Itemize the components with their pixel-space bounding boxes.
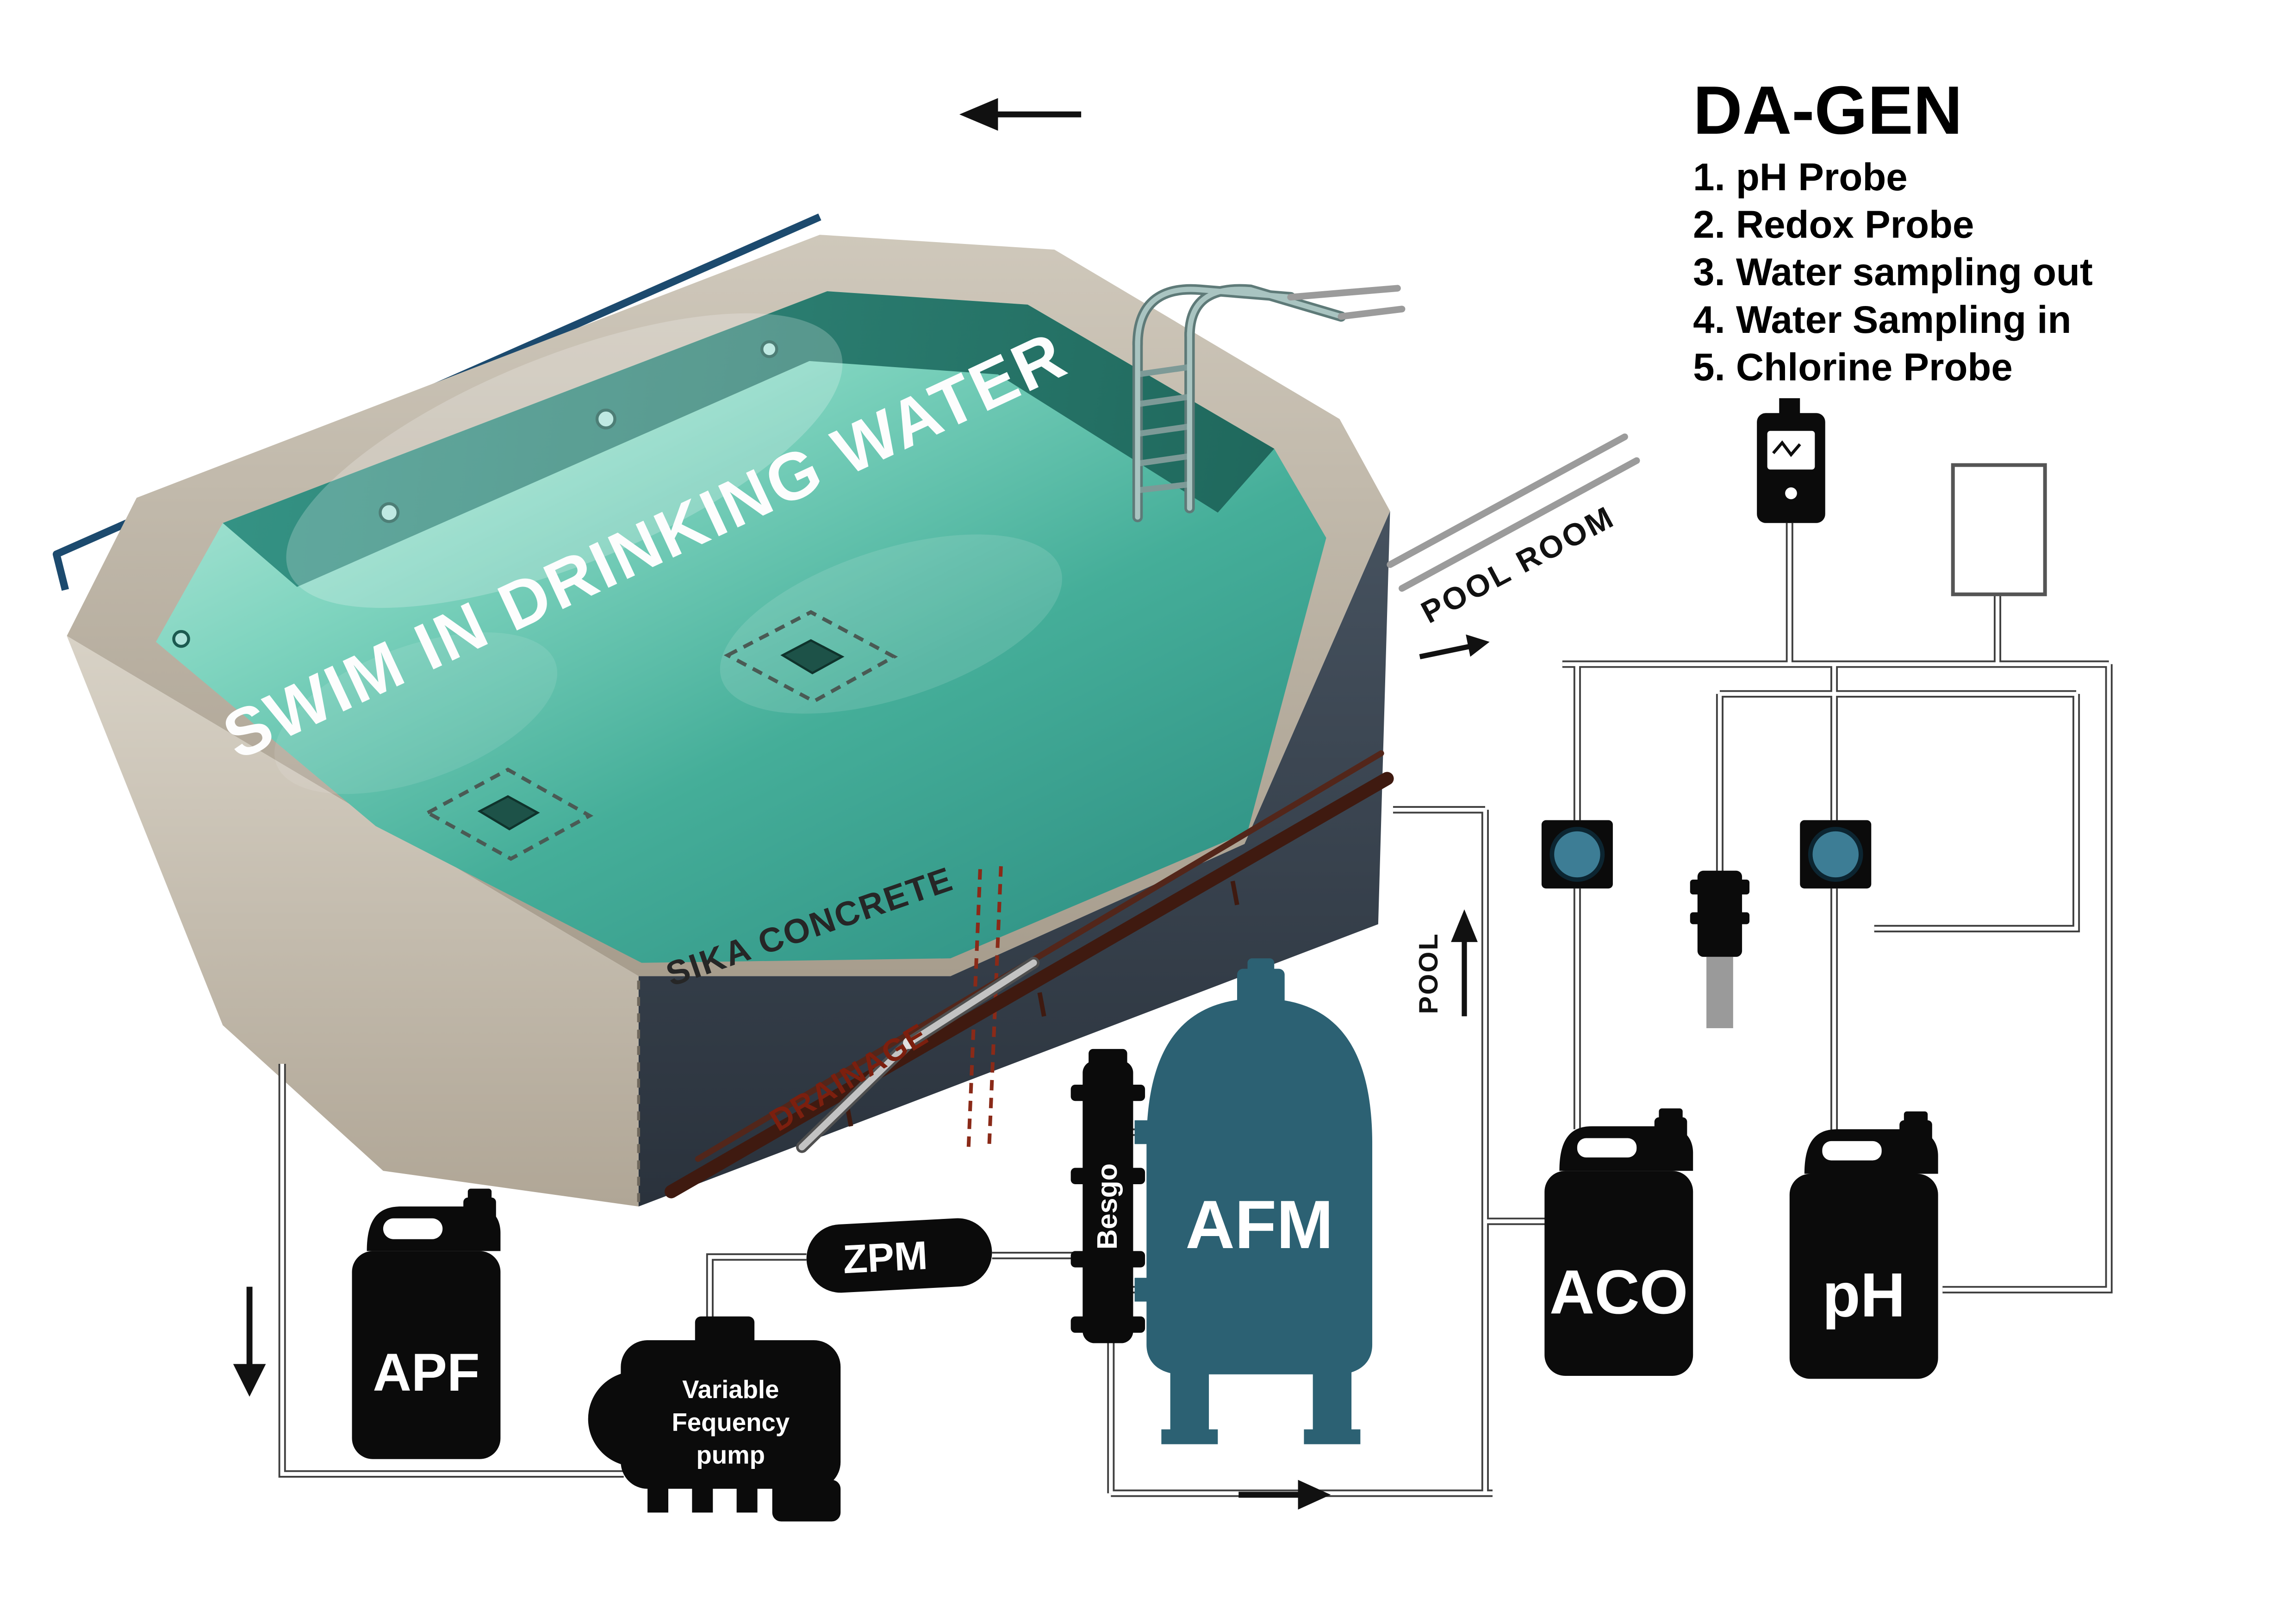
afm-tank: AFM: [1134, 958, 1373, 1444]
blue-return-pipe: [52, 213, 821, 591]
pool-drain-marker: [423, 610, 898, 861]
flow-arrow-pool-room: [1419, 634, 1490, 660]
da-gen-controller: [1757, 398, 1825, 523]
besgo-valve: Besgo: [1070, 1049, 1145, 1343]
ph-label: pH: [1822, 1260, 1905, 1330]
pool-wall-left: [67, 636, 639, 1207]
legend-title: DA-GEN: [1693, 72, 1962, 149]
flow-arrow-bottom-right: [1238, 1480, 1331, 1510]
legend-item: 4. Water Sampling in: [1693, 298, 2071, 341]
deck-pipe: [1338, 306, 1406, 320]
legend: DA-GEN 1. pH Probe 2. Redox Probe 3. Wat…: [1693, 72, 2093, 389]
drain-dashed-line: [987, 866, 1003, 1149]
drain-dashed-line: [966, 869, 982, 1153]
pump-label-line-1: Variable: [682, 1375, 779, 1404]
apf-label: APF: [373, 1343, 479, 1402]
junction-box: [1951, 463, 2047, 596]
afm-label: AFM: [1185, 1187, 1333, 1263]
legend-item: 5. Chlorine Probe: [1693, 345, 2013, 389]
wall-metal-pipe: [796, 956, 1040, 1153]
flow-arrow-to-pool: [1451, 909, 1478, 1017]
pump-label-line-2: Fequency: [672, 1408, 790, 1437]
pool-room-pipes: [1387, 433, 1640, 592]
apf-jug: APF: [352, 1188, 501, 1459]
legend-item: 1. pH Probe: [1693, 155, 1908, 199]
deck-pipe: [1287, 285, 1401, 301]
zpm-cartridge: ZPM: [806, 1218, 992, 1293]
pool-structure: SWIM IN DRINKING WATER SIKA CONCRETE DRA…: [67, 235, 1406, 1207]
water-highlight: [274, 632, 558, 794]
probe-flow-cell-2: [1800, 820, 1872, 889]
ph-jug: pH: [1789, 1111, 1938, 1379]
pump-label-line-3: pump: [697, 1441, 765, 1469]
zpm-label: ZPM: [842, 1233, 929, 1282]
legend-item: 2. Redox Probe: [1693, 203, 1974, 246]
legend-item: 3. Water sampling out: [1693, 250, 2093, 294]
water-highlight: [286, 313, 843, 608]
besgo-label: Besgo: [1091, 1163, 1123, 1249]
flow-arrow-top-left: [959, 98, 1082, 131]
vfd-pump: Variable Fequency pump: [588, 1316, 841, 1522]
pool-ladder: [1132, 284, 1346, 523]
pool-wall-front: [638, 511, 1390, 1207]
flow-arrow-down-apf: [233, 1287, 266, 1397]
pool-flow-label: POOL: [1414, 932, 1444, 1014]
inline-probe-fitting: [1690, 870, 1750, 1028]
pool-light-icon: [172, 340, 778, 648]
aco-jug: ACO: [1544, 1108, 1693, 1376]
aco-label: ACO: [1549, 1257, 1688, 1327]
pool-far-wall-band: [223, 291, 1275, 587]
probe-flow-cell-1: [1541, 820, 1613, 889]
pipe-network: [278, 523, 2113, 1497]
